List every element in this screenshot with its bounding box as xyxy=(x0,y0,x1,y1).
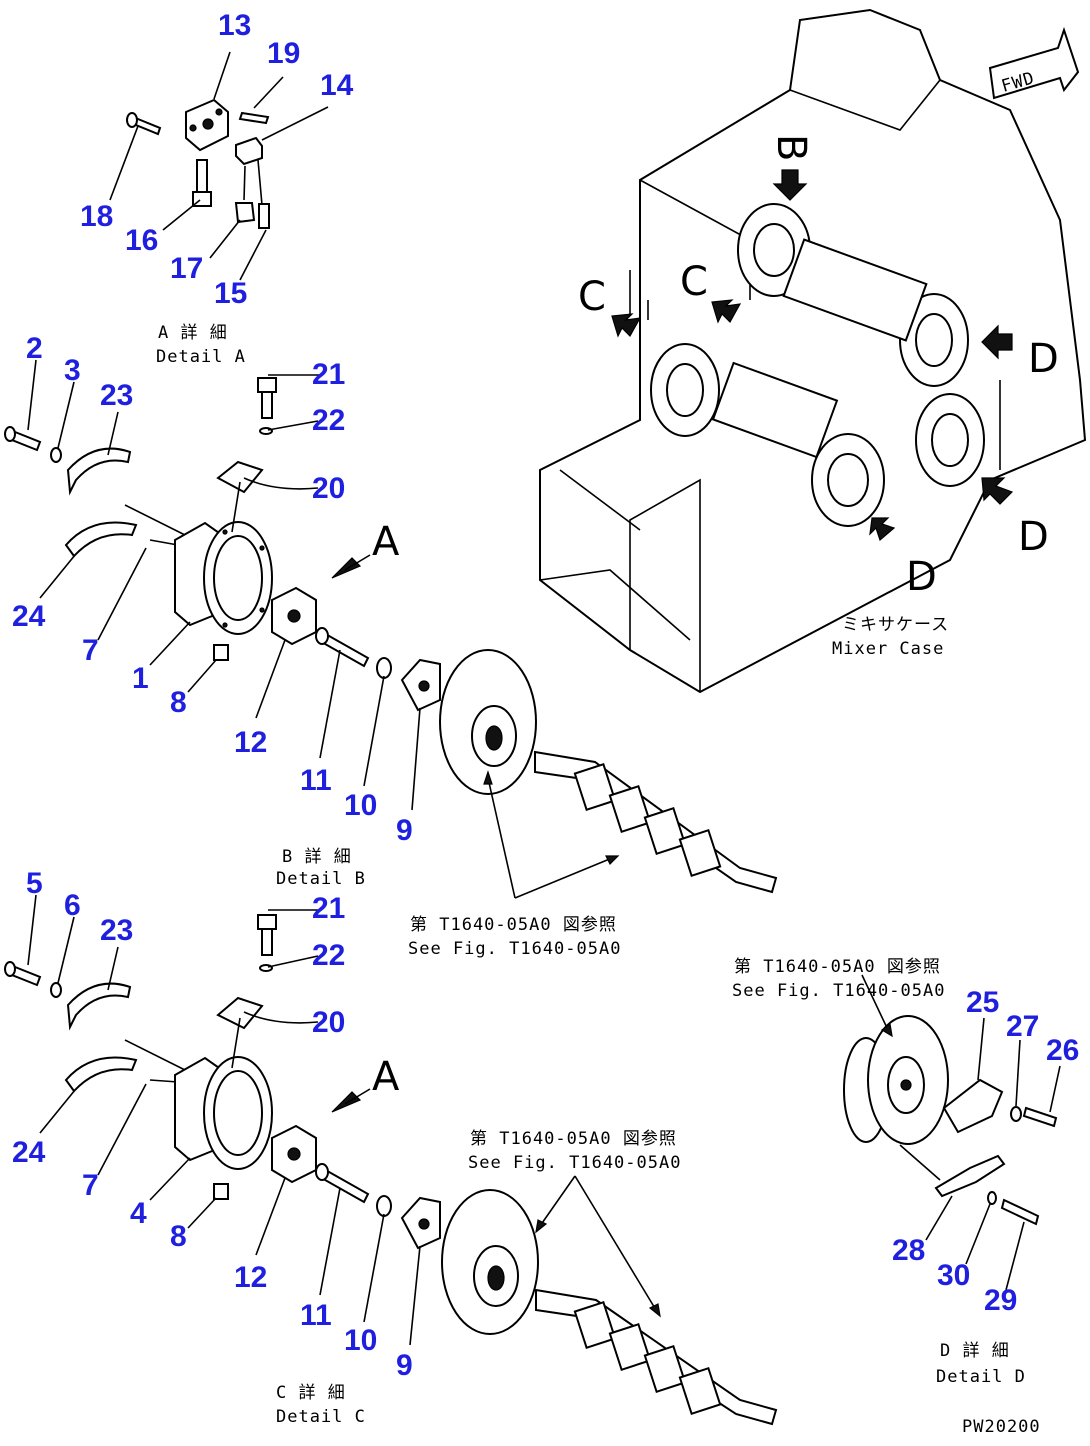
view-letter-d: D xyxy=(1028,336,1059,382)
reference-note-en: See Fig. T1640-05A0 xyxy=(468,1153,681,1173)
callout-11: 11 xyxy=(300,764,332,797)
callout-7: 7 xyxy=(82,1169,99,1202)
detail-a-drawing xyxy=(109,51,329,281)
callout-21: 21 xyxy=(312,358,345,391)
callout-9: 9 xyxy=(396,814,413,847)
callout-8: 8 xyxy=(170,686,187,719)
reference-note-jp: 第 T1640-05A0 図参照 xyxy=(410,915,617,935)
drawing-number: PW20200 xyxy=(962,1417,1041,1437)
callout-25: 25 xyxy=(966,986,999,1019)
callout-24: 24 xyxy=(12,1136,46,1169)
callout-11: 11 xyxy=(300,1299,332,1332)
reference-note-en: See Fig. T1640-05A0 xyxy=(408,939,621,959)
detail-a-title-en: Detail A xyxy=(156,347,246,367)
view-letter-d: D xyxy=(906,554,937,600)
callout-14: 14 xyxy=(320,69,354,102)
detail-b-title-en: Detail B xyxy=(276,869,366,889)
view-letter-a: A xyxy=(372,519,400,565)
reference-note-jp: 第 T1640-05A0 図参照 xyxy=(734,957,941,977)
reference-note-en: See Fig. T1640-05A0 xyxy=(732,981,945,1001)
callout-12: 12 xyxy=(234,1261,267,1294)
callout-10: 10 xyxy=(344,1324,377,1357)
callout-20: 20 xyxy=(312,472,345,505)
view-letter-b: B xyxy=(768,134,814,161)
callout-16: 16 xyxy=(125,224,158,257)
callout-2: 2 xyxy=(26,332,43,365)
callout-10: 10 xyxy=(344,789,377,822)
callout-22: 22 xyxy=(312,404,345,437)
callout-22: 22 xyxy=(312,939,345,972)
callout-6: 6 xyxy=(64,889,81,922)
callout-28: 28 xyxy=(892,1234,925,1267)
callout-4: 4 xyxy=(130,1197,147,1230)
detail-b-drawing xyxy=(4,359,778,899)
mixer-case-label-en: Mixer Case xyxy=(832,639,944,659)
mixer-case-label-jp: ミキサケース xyxy=(842,615,949,635)
callout-8: 8 xyxy=(170,1220,187,1253)
callout-21: 21 xyxy=(312,892,345,925)
callout-20: 20 xyxy=(312,1006,345,1039)
callout-30: 30 xyxy=(937,1259,970,1292)
callout-24: 24 xyxy=(12,600,46,633)
callout-12: 12 xyxy=(234,726,267,759)
callout-23: 23 xyxy=(100,914,133,947)
callout-15: 15 xyxy=(214,277,247,310)
detail-d-drawing xyxy=(843,974,1061,1291)
callout-27: 27 xyxy=(1006,1010,1039,1043)
reference-note-jp: 第 T1640-05A0 図参照 xyxy=(470,1129,677,1149)
callout-3: 3 xyxy=(64,354,81,387)
callout-23: 23 xyxy=(100,379,133,412)
mixer-case-drawing xyxy=(539,8,1087,694)
callout-29: 29 xyxy=(984,1284,1017,1317)
detail-b-title-jp: B 詳 細 xyxy=(282,847,352,867)
detail-d-title-jp: D 詳 細 xyxy=(940,1341,1010,1361)
callout-13: 13 xyxy=(218,9,251,42)
callout-26: 26 xyxy=(1046,1034,1079,1067)
callout-18: 18 xyxy=(80,200,113,233)
callout-17: 17 xyxy=(170,252,203,285)
view-letter-d: D xyxy=(1018,514,1049,560)
view-letter-a: A xyxy=(372,1054,400,1100)
detail-a-title-jp: A 詳 細 xyxy=(158,323,228,343)
callout-7: 7 xyxy=(82,634,99,667)
callout-9: 9 xyxy=(396,1349,413,1382)
callout-1: 1 xyxy=(132,662,149,695)
view-letter-c: C xyxy=(680,259,708,305)
callout-19: 19 xyxy=(267,37,300,70)
detail-c-drawing xyxy=(4,894,778,1426)
detail-c-title-jp: C 詳 細 xyxy=(276,1383,346,1403)
callout-5: 5 xyxy=(26,867,43,900)
detail-c-title-en: Detail C xyxy=(276,1407,366,1427)
detail-d-title-en: Detail D xyxy=(936,1367,1026,1387)
view-letter-c: C xyxy=(578,274,606,320)
